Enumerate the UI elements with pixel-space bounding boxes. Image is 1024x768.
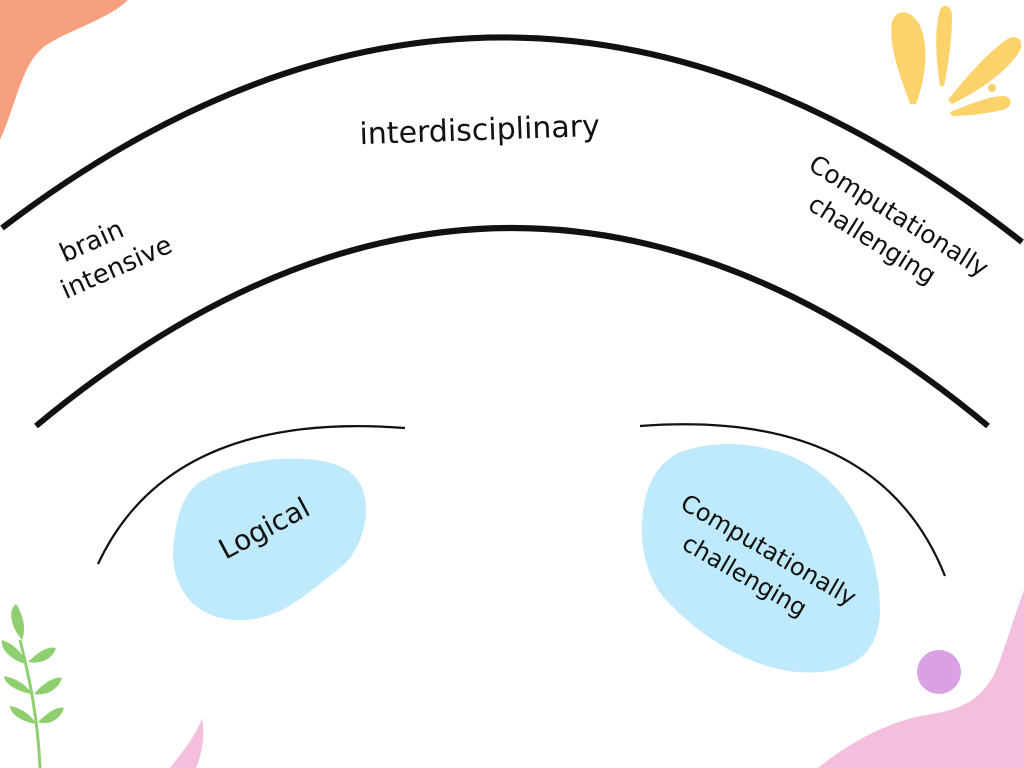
purple-dot-decor (917, 650, 961, 694)
interdisciplinary-label: interdisciplinary (359, 109, 600, 152)
pink-flame-decor (170, 718, 204, 768)
pink-corner-blob (818, 590, 1024, 768)
logical-blob (173, 458, 367, 621)
inner-arc-right (639, 423, 947, 577)
inner-arc-left (97, 425, 406, 565)
computational-blob (641, 444, 880, 673)
outer-arc-top (0, 34, 1024, 245)
yellow-splash-decor (891, 5, 1022, 116)
outer-arc-bottom (34, 225, 990, 429)
outer-computational-label: Computationally challenging (803, 149, 994, 290)
green-leaves-decor (1, 604, 64, 768)
brain-intensive-label: brain intensive (55, 214, 177, 305)
orange-decor-blob (0, 0, 128, 140)
